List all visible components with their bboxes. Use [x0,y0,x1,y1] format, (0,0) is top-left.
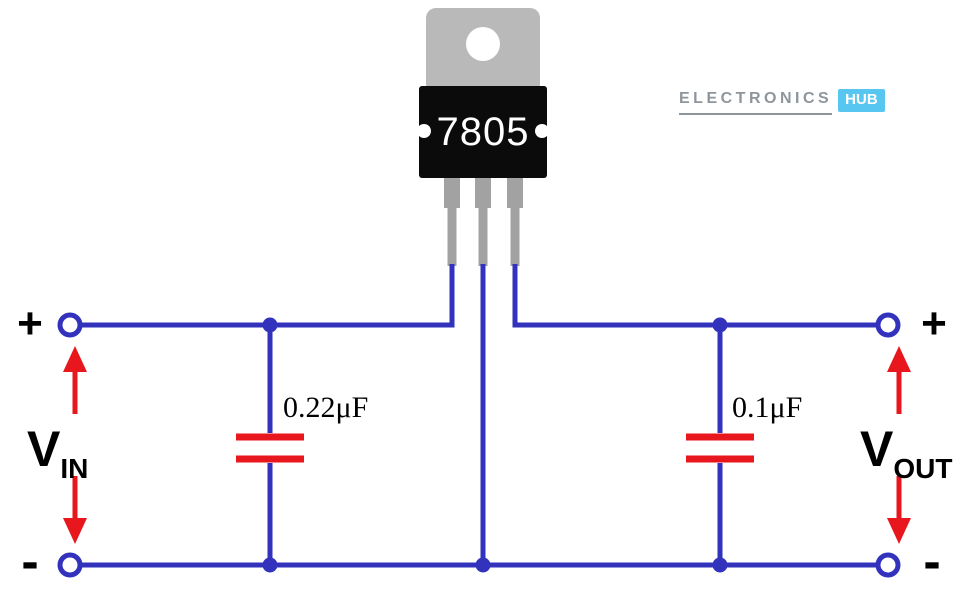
terminal-input-plus [57,312,83,338]
output-minus-sign: - [923,533,941,591]
vout-arrow-down-head [887,518,911,544]
cap2-value-label: 0.1μF [732,391,803,424]
vout-label: VOUT [860,421,952,483]
vout-arrow-up-head [887,346,911,372]
input-minus-sign: - [21,533,39,591]
terminals [57,312,901,578]
output-plus-sign: + [921,299,947,348]
junction-dots [262,317,728,573]
ic-notch-right [535,124,549,138]
junction-dot [262,557,278,573]
cap1-value-label: 0.22μF [283,391,369,424]
ic-leg-output [510,178,520,266]
ic-mounting-hole [466,27,500,61]
wire-output-top-rail [512,264,877,328]
junction-dot [712,317,728,333]
vin-arrows [63,346,87,544]
junction-dot [712,557,728,573]
capacitor-1 [236,433,304,463]
vin-arrow-up-head [63,346,87,372]
wire-input-top-rail [81,264,455,328]
capacitor-2 [686,433,754,463]
vout-arrows [887,346,911,544]
terminal-output-plus [875,312,901,338]
brand-logo: ELECTRONICS HUB [679,89,885,115]
ic-body [419,86,547,178]
terminal-input-minus [57,552,83,578]
ic-notch-left [417,124,431,138]
ic-part-number: 7805 [437,110,530,154]
vout-label-sub: OUT [893,453,953,484]
ic-7805-package: 7805 [417,8,549,266]
input-plus-sign: + [17,299,43,348]
vin-label-sub: IN [60,453,89,484]
junction-dot [475,557,491,573]
terminal-output-minus [875,552,901,578]
vin-arrow-down-head [63,518,87,544]
brand-tag: HUB [838,89,885,112]
ic-leg-ground [478,178,488,266]
brand-name: ELECTRONICS [679,90,833,115]
junction-dot [262,317,278,333]
vin-label-main: V [27,421,61,477]
vin-label: VIN [27,421,88,483]
ic-leg-input [447,178,457,266]
wires [81,264,877,568]
vout-label-main: V [860,421,894,477]
